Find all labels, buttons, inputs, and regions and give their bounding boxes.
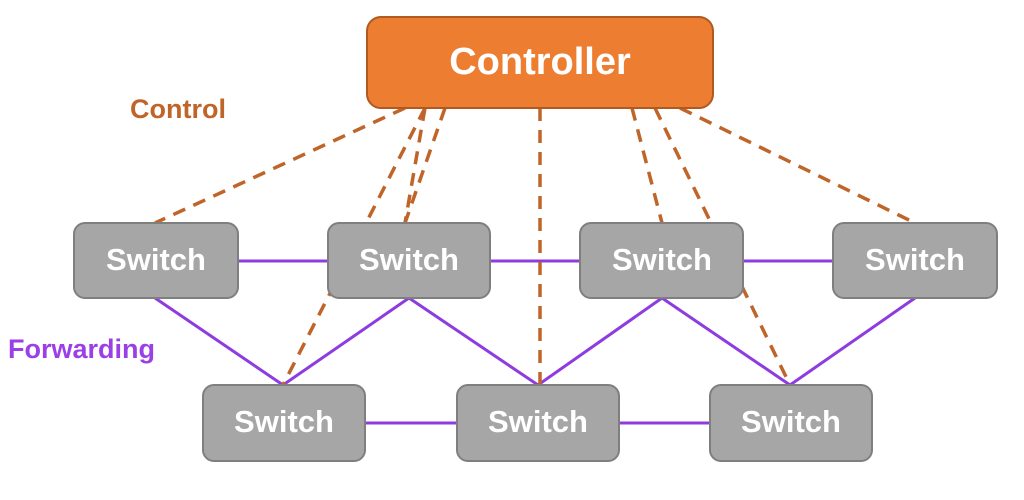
control-link-s4 — [679, 106, 916, 225]
switch-node: Switch — [579, 222, 744, 299]
forwarding-link-s2-s5 — [282, 296, 410, 387]
switch-node: Switch — [832, 222, 998, 299]
switch-label: Switch — [234, 404, 334, 439]
control-link-s3 — [630, 107, 664, 224]
forwarding-label: Forwarding — [8, 334, 155, 364]
switch-label: Switch — [865, 242, 965, 277]
forwarding-link-s3-s6 — [537, 296, 663, 387]
controller-label: Controller — [449, 41, 631, 83]
switch-label: Switch — [741, 404, 841, 439]
switch-node: Switch — [202, 384, 366, 462]
switch-label: Switch — [359, 242, 459, 277]
switch-label: Switch — [488, 404, 588, 439]
switch-node: Switch — [456, 384, 620, 462]
control-links — [154, 106, 916, 386]
controller-node: Controller — [366, 16, 714, 109]
forwarding-link-s3-s7 — [661, 296, 791, 387]
switch-node: Switch — [73, 222, 239, 299]
switch-label: Switch — [106, 242, 206, 277]
forwarding-link-s4-s7 — [789, 296, 916, 387]
forwarding-links — [154, 259, 916, 425]
control-link-s2a — [403, 107, 427, 224]
forwarding-link-s1-s5 — [154, 296, 284, 387]
switch-label: Switch — [612, 242, 712, 277]
switch-node: Switch — [327, 222, 491, 299]
control-link-s2b — [403, 107, 447, 224]
switch-node: Switch — [709, 384, 873, 462]
control-label: Control — [130, 94, 226, 124]
forwarding-link-s2-s6 — [408, 296, 539, 387]
control-link-s1 — [154, 106, 406, 225]
